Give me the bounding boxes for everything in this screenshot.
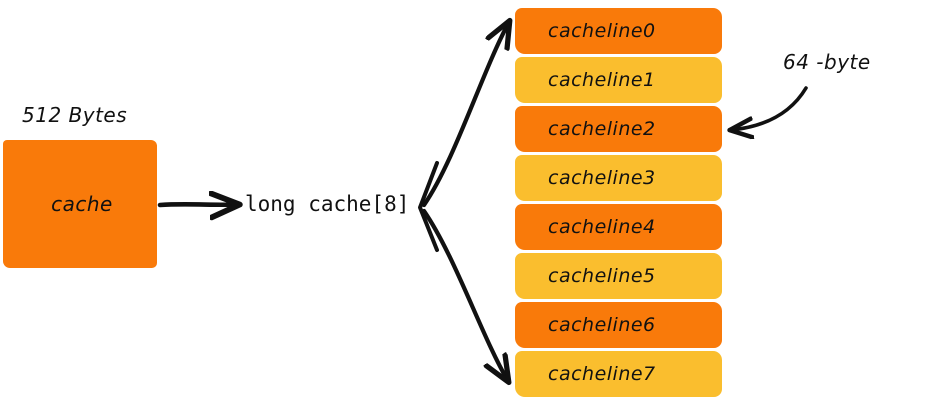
cacheline-row: cacheline1	[515, 57, 722, 103]
cacheline-row: cacheline7	[515, 351, 722, 397]
arrow-cache-to-array	[157, 204, 238, 205]
cache-size-label: 512 Bytes	[22, 103, 128, 127]
cache-box: cache	[3, 140, 157, 268]
byte-size-annotation-label: 64 -byte	[783, 50, 871, 74]
cacheline-stack: cacheline0 cacheline1 cacheline2 cacheline3…	[515, 8, 722, 400]
cacheline-row: cacheline4	[515, 204, 722, 250]
array-declaration-label: long cache[8]	[245, 192, 410, 216]
cacheline-label: cacheline2	[548, 118, 656, 140]
arrow-array-to-last-cacheline	[421, 208, 508, 381]
cacheline-label: cacheline6	[548, 314, 656, 336]
cacheline-label: cacheline4	[548, 216, 656, 238]
cacheline-label: cacheline3	[548, 167, 656, 189]
cacheline-label: cacheline5	[548, 265, 656, 287]
array-fanout-bracket	[418, 161, 439, 252]
cacheline-row: cacheline0	[515, 8, 722, 54]
cacheline-label: cacheline0	[548, 20, 656, 42]
cacheline-label: cacheline1	[548, 69, 656, 91]
cacheline-row: cacheline5	[515, 253, 722, 299]
arrow-array-to-first-cacheline	[421, 22, 509, 208]
cacheline-row: cacheline3	[515, 155, 722, 201]
cacheline-row: cacheline6	[515, 302, 722, 348]
cacheline-row: cacheline2	[515, 106, 722, 152]
arrow-byte-annotation-to-cacheline2	[731, 86, 808, 130]
cacheline-label: cacheline7	[548, 363, 656, 385]
cache-box-label: cache	[51, 192, 113, 216]
